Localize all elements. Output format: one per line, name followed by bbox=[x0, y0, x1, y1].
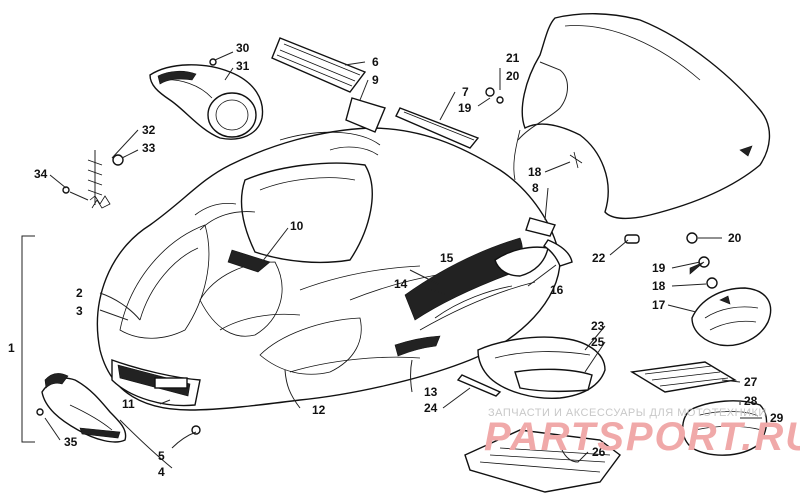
callout-16: 16 bbox=[550, 283, 564, 297]
callout-25: 25 bbox=[591, 335, 605, 349]
callout-5: 5 bbox=[158, 449, 165, 463]
callout-10: 10 bbox=[290, 219, 304, 233]
callout-labels: 30 31 32 33 34 6 9 7 19 20 21 18 8 10 2 … bbox=[8, 41, 784, 479]
callout-19-right: 19 bbox=[652, 261, 666, 275]
leader-lines bbox=[21, 51, 762, 469]
callout-35: 35 bbox=[64, 435, 78, 449]
callout-22: 22 bbox=[592, 251, 606, 265]
watermark-tagline: ЗАПЧАСТИ И АКСЕССУАРЫ ДЛЯ МОТОТЕХНИКИ bbox=[488, 407, 767, 419]
callout-9: 9 bbox=[372, 73, 379, 87]
hand-guard-part bbox=[691, 287, 772, 347]
callout-11: 11 bbox=[122, 397, 135, 411]
callout-13: 13 bbox=[424, 385, 438, 399]
callout-6: 6 bbox=[372, 55, 379, 69]
callout-18-right: 18 bbox=[652, 279, 666, 293]
callout-34: 34 bbox=[34, 167, 48, 181]
callout-14: 14 bbox=[394, 277, 408, 291]
seat-pad-part bbox=[477, 336, 606, 400]
tray-part bbox=[464, 429, 621, 493]
callout-23: 23 bbox=[591, 319, 605, 333]
callout-32: 32 bbox=[142, 123, 156, 137]
callout-3: 3 bbox=[76, 304, 83, 318]
callout-19-top: 19 bbox=[458, 101, 472, 115]
callout-12: 12 bbox=[312, 403, 326, 417]
callout-7: 7 bbox=[462, 85, 469, 99]
callout-15: 15 bbox=[440, 251, 454, 265]
trim-strip-part bbox=[456, 374, 502, 397]
callout-30: 30 bbox=[236, 41, 250, 55]
windshield-part bbox=[513, 13, 771, 220]
watermark-logo: PARTSPORT.RU bbox=[484, 415, 800, 459]
air-intake-part bbox=[149, 64, 264, 140]
callout-26: 26 bbox=[592, 445, 606, 459]
callout-1: 1 bbox=[8, 341, 15, 355]
callout-2: 2 bbox=[76, 286, 83, 300]
decal-strips bbox=[271, 37, 480, 149]
watermark: ЗАПЧАСТИ И АКСЕССУАРЫ ДЛЯ МОТОТЕХНИКИ PA… bbox=[484, 407, 800, 459]
callout-29: 29 bbox=[770, 411, 784, 425]
spring-assembly bbox=[62, 150, 124, 209]
callout-20-right: 20 bbox=[728, 231, 742, 245]
callout-4: 4 bbox=[158, 465, 165, 479]
hardware-parts bbox=[191, 58, 718, 435]
callout-21: 21 bbox=[506, 51, 520, 65]
bumper-part bbox=[36, 373, 127, 443]
callout-28: 28 bbox=[744, 394, 758, 408]
callout-27: 27 bbox=[744, 375, 758, 389]
callout-24: 24 bbox=[424, 401, 438, 415]
callout-18-top: 18 bbox=[528, 165, 542, 179]
callout-20-top: 20 bbox=[506, 69, 520, 83]
side-panel-parts bbox=[629, 361, 768, 456]
callout-33: 33 bbox=[142, 141, 156, 155]
hood-body bbox=[96, 127, 561, 411]
callout-31: 31 bbox=[236, 59, 250, 73]
callout-17: 17 bbox=[652, 298, 666, 312]
callout-8: 8 bbox=[532, 181, 539, 195]
